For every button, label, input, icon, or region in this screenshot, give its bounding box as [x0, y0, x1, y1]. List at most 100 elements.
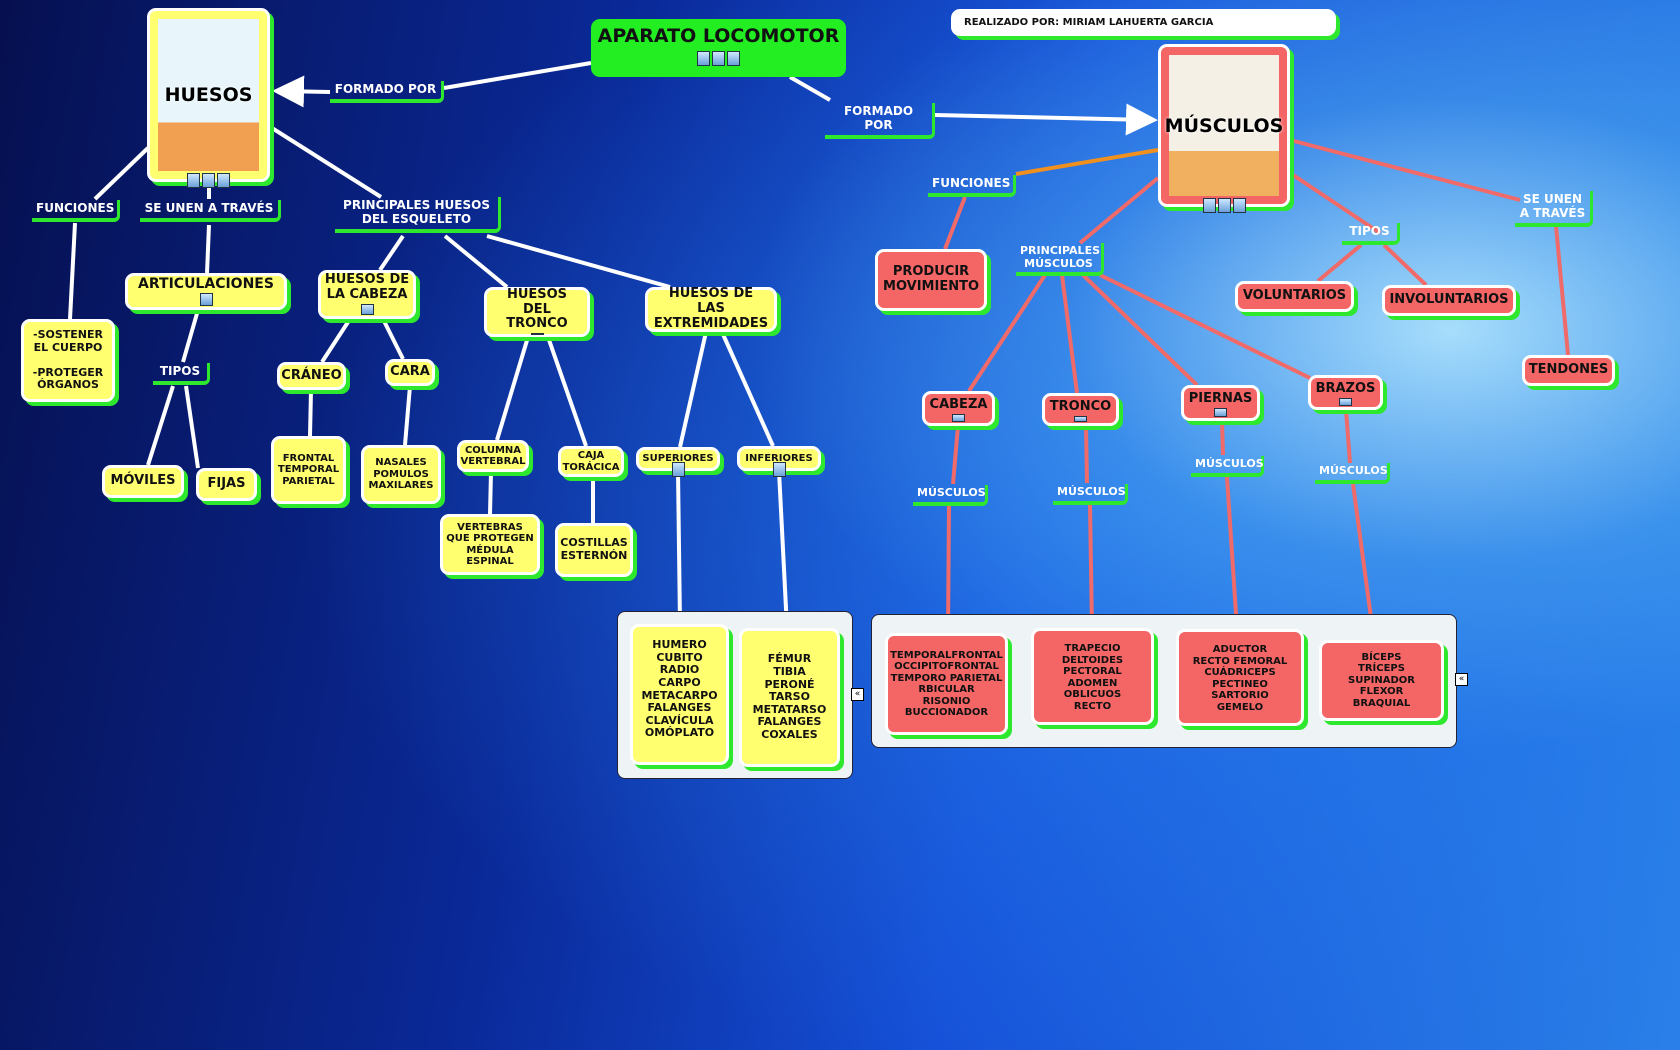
body-image: MÚSCULOS	[1165, 55, 1283, 196]
cabeza-musculos-node[interactable]: CABEZA	[922, 391, 995, 426]
text-line: ESTERNÓN	[560, 549, 628, 562]
text-line: TRAPECIO	[1064, 643, 1121, 654]
columna-node[interactable]: COLUMNA VERTEBRAL	[457, 440, 529, 472]
image-icon[interactable]	[360, 303, 374, 315]
text-line: FALANGES	[647, 701, 712, 715]
image-icon[interactable]	[530, 333, 544, 336]
image-icon[interactable]	[1074, 415, 1087, 422]
huesos-card[interactable]: HUESOS	[147, 8, 270, 188]
text-line: TEMPORALFRONTAL	[890, 649, 1003, 661]
text-line: GEMELO	[1216, 701, 1264, 713]
image-icon[interactable]	[1339, 397, 1352, 406]
text-line: TRÍCEPS	[1358, 663, 1405, 675]
brazos-musculos-node[interactable]: BRAZOS	[1308, 375, 1383, 410]
text-line: CUÁDRICEPS	[1204, 667, 1276, 678]
text-line: ADUCTOR	[1212, 644, 1268, 655]
cara-node[interactable]: CARA	[385, 359, 435, 386]
image-icon[interactable]	[1202, 198, 1216, 213]
caja-node[interactable]: CAJA TORÁCICA	[558, 446, 624, 477]
text-line: COSTILLAS	[560, 536, 628, 550]
text-line: METATARSO	[752, 702, 827, 716]
link-funciones-huesos[interactable]: FUNCIONES	[32, 200, 120, 222]
image-icon[interactable]	[671, 462, 685, 477]
tendones-node[interactable]: TENDONES	[1522, 355, 1615, 386]
image-icon[interactable]	[199, 293, 213, 306]
collapse-icon[interactable]: «	[851, 688, 864, 701]
link-formado-por-musculos[interactable]: FORMADO POR	[825, 103, 935, 139]
node-label: PIERNAS	[1188, 391, 1253, 406]
image-icon[interactable]	[952, 413, 965, 422]
huesos-cabeza-node[interactable]: HUESOS DE LA CABEZA	[318, 270, 416, 319]
link-musculos-tronco[interactable]: MÚSCULOS	[1053, 484, 1128, 505]
fijas-node[interactable]: FIJAS	[196, 468, 257, 501]
collapse-icon[interactable]: «	[1455, 673, 1468, 686]
craneo-node[interactable]: CRÁNEO	[277, 362, 346, 390]
link-se-unen-huesos[interactable]: SE UNEN A TRAVÉS	[140, 200, 281, 222]
inferiores-node[interactable]: INFERIORES	[737, 446, 821, 477]
title-node[interactable]: APARATO LOCOMOTOR	[591, 19, 846, 77]
superiores-node[interactable]: SUPERIORES	[636, 447, 720, 477]
moviles-node[interactable]: MÓVILES	[102, 465, 184, 498]
skeleton-image: HUESOS	[158, 19, 259, 171]
link-principales-huesos[interactable]: PRINCIPALES HUESOS DEL ESQUELETO	[335, 197, 501, 233]
huesos-tronco-node[interactable]: HUESOS DEL TRONCO	[484, 287, 590, 337]
title-text: APARATO LOCOMOTOR	[597, 25, 840, 48]
link-musculos-brazos[interactable]: MÚSCULOS	[1315, 463, 1390, 484]
hierarchy-icon[interactable]	[217, 173, 230, 188]
author-node[interactable]: REALIZADO POR: MIRIAM LAHUERTA GARCIA	[951, 9, 1336, 36]
piernas-musculos-node[interactable]: PIERNAS	[1181, 385, 1260, 421]
image-icon[interactable]	[697, 51, 710, 66]
text-line: FRONTAL	[282, 452, 335, 464]
text-line: DELTOIDES	[1061, 654, 1124, 666]
link-principales-musculos[interactable]: PRINCIPALES MÚSCULOS	[1016, 243, 1104, 277]
producir-node[interactable]: PRODUCIR MOVIMIENTO	[875, 249, 987, 311]
hierarchy-icon[interactable]	[727, 51, 740, 66]
image-icon[interactable]	[1214, 407, 1227, 417]
huesos-extremidades-node[interactable]: HUESOS DE LAS EXTREMIDADES	[645, 286, 777, 332]
text-line: BÍCEPS	[1361, 651, 1402, 663]
image-icon[interactable]	[772, 462, 786, 477]
link-musculos-piernas[interactable]: MÚSCULOS	[1191, 456, 1264, 477]
document-icon[interactable]	[202, 173, 215, 188]
musculos-title: MÚSCULOS	[1164, 114, 1284, 137]
text-line: HUMERO	[652, 638, 707, 651]
link-funciones-musculos[interactable]: FUNCIONES	[928, 175, 1016, 197]
tronco-musculos-node[interactable]: TRONCO	[1042, 393, 1119, 426]
document-icon[interactable]	[712, 51, 725, 66]
articulaciones-node[interactable]: ARTICULACIONES	[125, 273, 287, 310]
text-line: TARSO	[769, 690, 810, 704]
text-line: VERTEBRAS	[457, 521, 523, 533]
text-line: -SOSTENER	[33, 327, 103, 341]
node-label: SUPERIORES	[642, 453, 714, 465]
text-line: BRAQUIAL	[1352, 697, 1411, 709]
link-tipos-musculos[interactable]: TIPOS	[1342, 223, 1400, 245]
hierarchy-icon[interactable]	[1232, 198, 1246, 213]
document-icon[interactable]	[1217, 198, 1231, 213]
image-icon[interactable]	[187, 173, 200, 188]
musculos-card[interactable]: MÚSCULOS	[1158, 44, 1290, 213]
text-line: EL CUERPO	[33, 340, 103, 354]
text-line: FÉMUR	[767, 652, 812, 666]
text-line: ESPINAL	[466, 556, 514, 567]
link-formado-por-huesos[interactable]: FORMADO POR	[330, 81, 444, 103]
text-line: POMULOS	[373, 468, 429, 480]
link-tipos-huesos[interactable]: TIPOS	[153, 363, 210, 385]
voluntarios-node[interactable]: VOLUNTARIOS	[1235, 281, 1354, 312]
text-line: CLAVÍCULA	[645, 713, 714, 727]
involuntarios-node[interactable]: INVOLUNTARIOS	[1382, 285, 1516, 316]
link-se-unen-musculos[interactable]: SE UNEN A TRAVÉS	[1515, 191, 1593, 227]
text-line: RISONIO	[922, 695, 971, 707]
link-musculos-cabeza[interactable]: MÚSCULOS	[913, 485, 988, 506]
text-line: ÓRGANOS	[37, 378, 99, 392]
